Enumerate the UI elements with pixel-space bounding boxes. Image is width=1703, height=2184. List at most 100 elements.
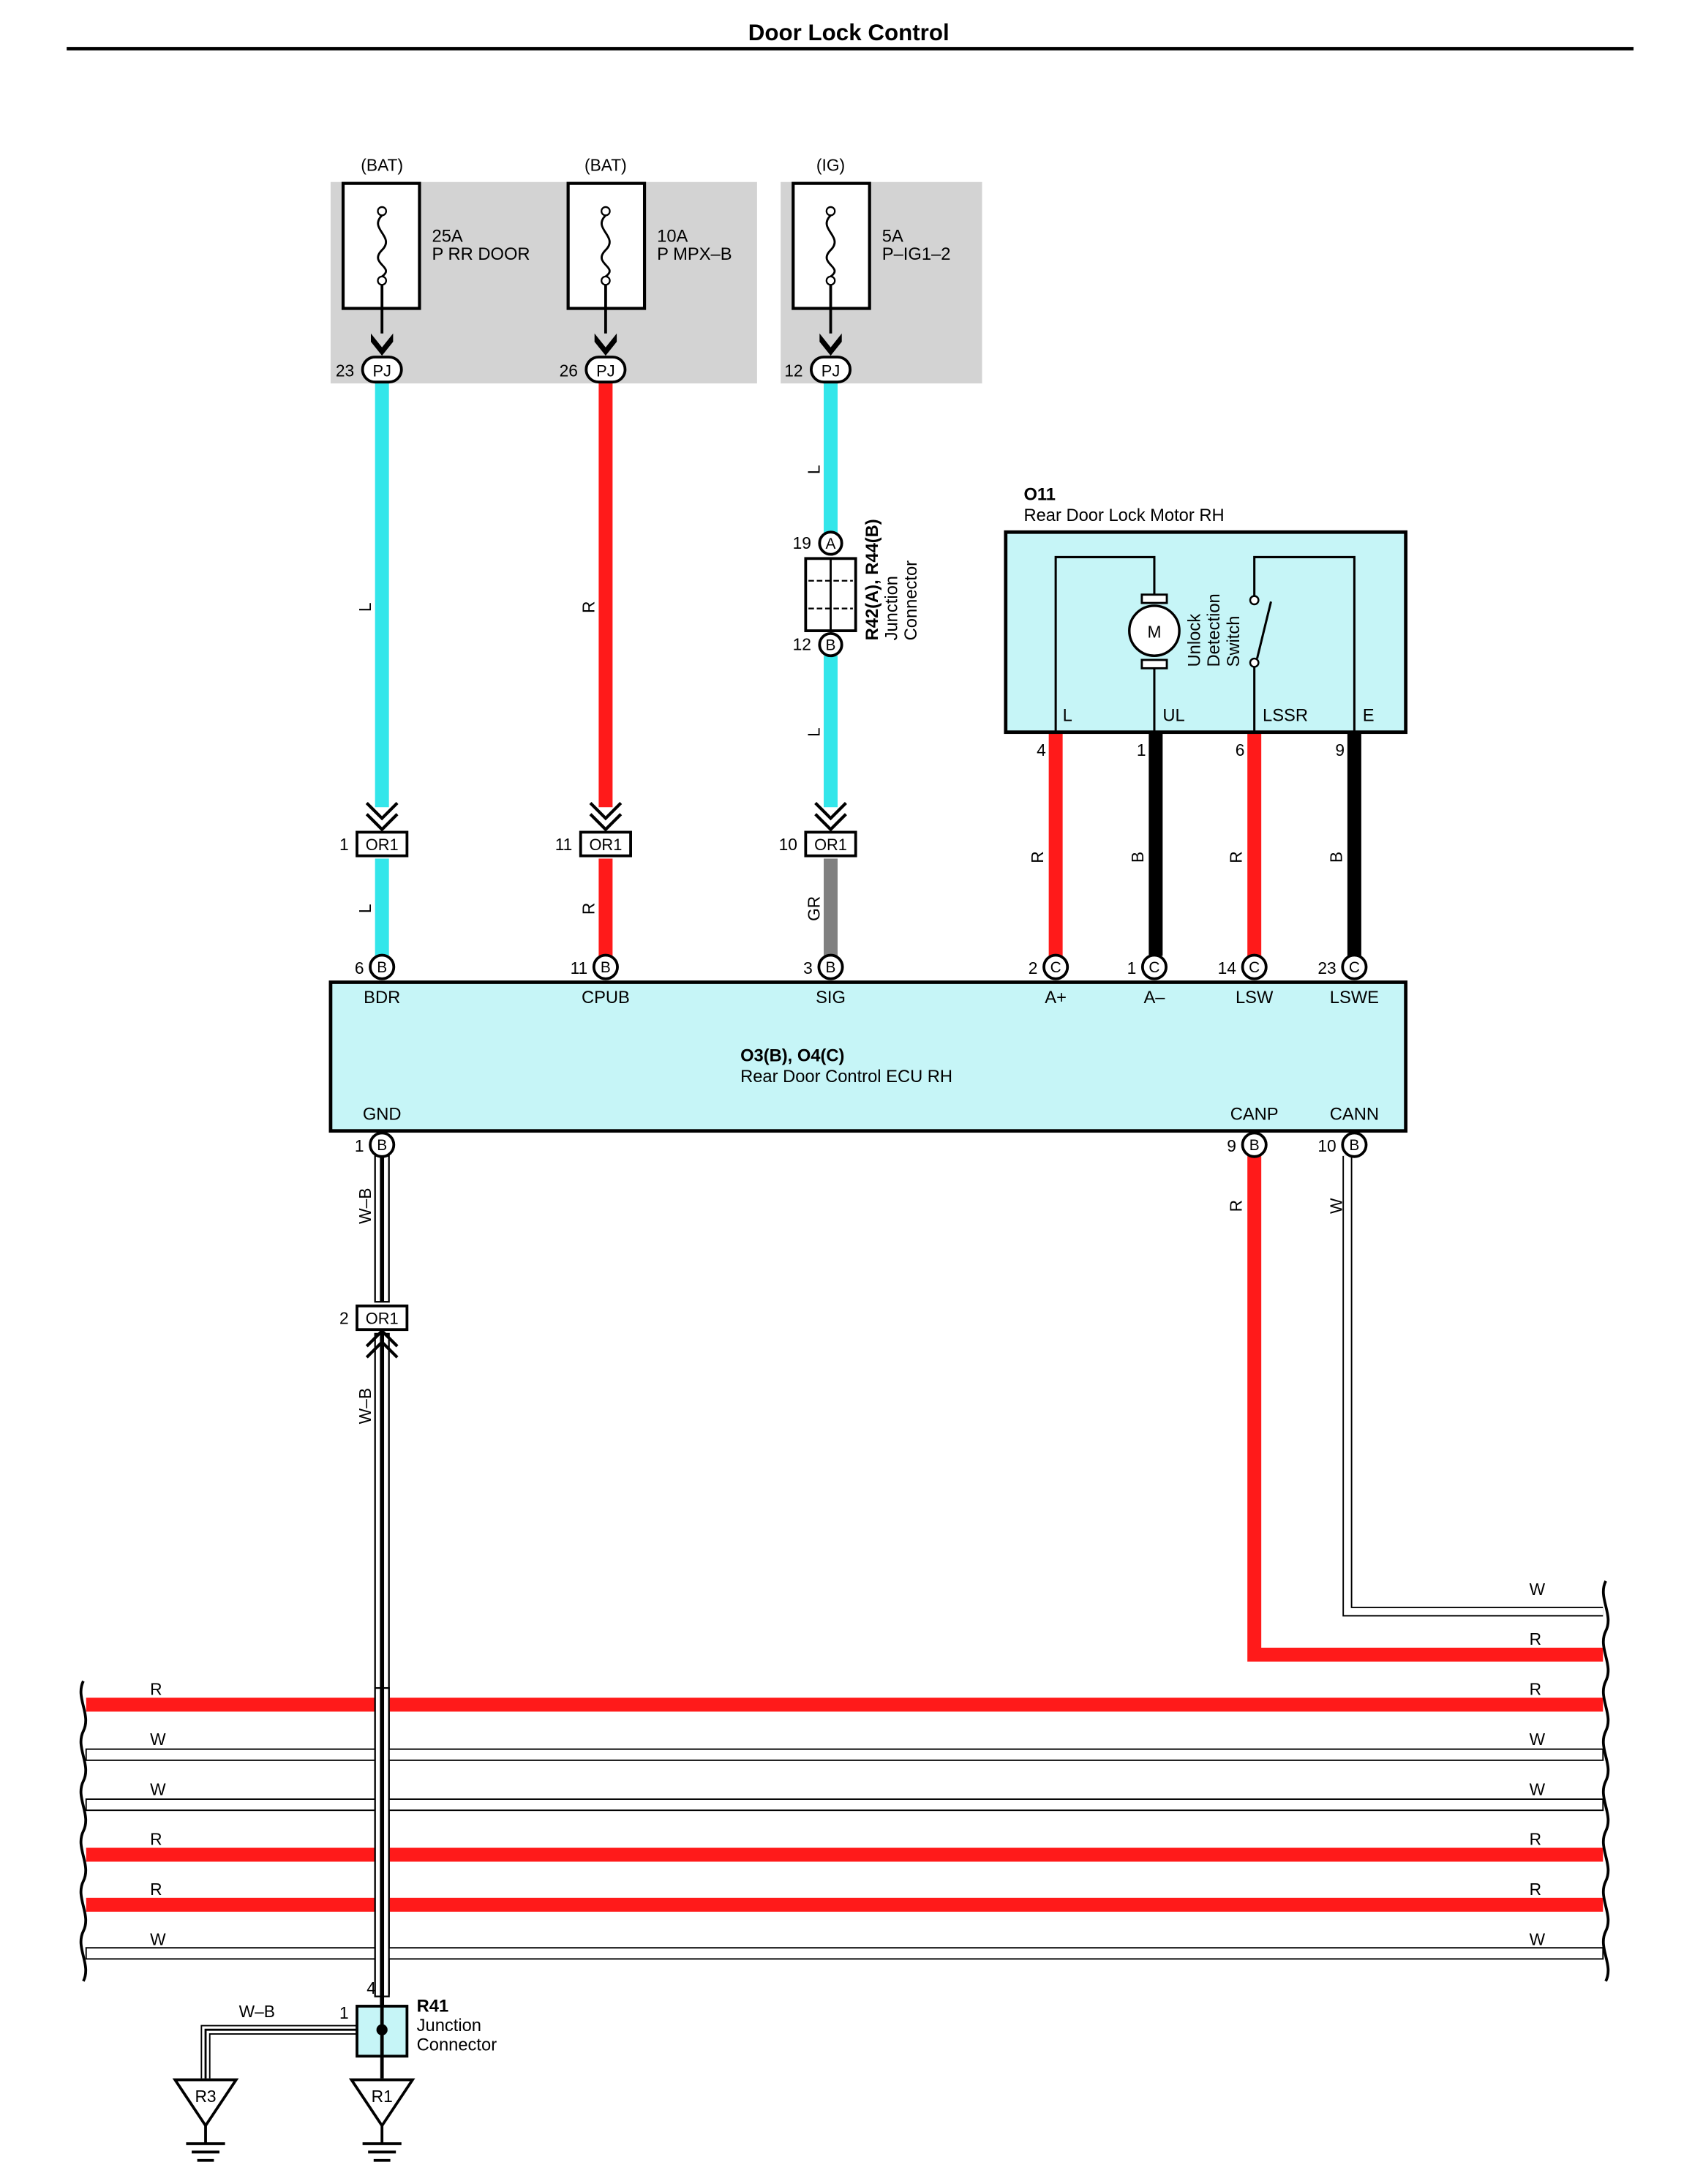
bus-label: R (150, 1830, 162, 1849)
rear-door-control-ecu: O3(B), O4(C) Rear Door Control ECU RH BD… (328, 980, 1408, 1133)
pin-number: 6 (1236, 740, 1245, 759)
wire-color-label: W–B (239, 2002, 275, 2021)
wire-r (1247, 1155, 1604, 1662)
ecu-pin: B 10 (1317, 1131, 1368, 1158)
wire-l (824, 383, 838, 534)
pin-number: 11 (555, 835, 573, 854)
bus-label: R (1530, 1880, 1541, 1899)
connector-arrow-icon (370, 333, 394, 356)
wire-color-label: B (1128, 852, 1147, 863)
bus-label: W (1530, 1730, 1546, 1749)
in-line-connector-icon (365, 802, 847, 832)
terminal-name: LSWE (1330, 988, 1379, 1007)
svg-text:PJ: PJ (596, 362, 614, 380)
ecu-pin: B 9 (1227, 1131, 1268, 1158)
wire-color-label: L (356, 602, 375, 612)
wire-color-label: B (1326, 852, 1345, 863)
wire-l (375, 858, 389, 956)
component-id: R41 (417, 1997, 449, 2016)
ecu-pin: B 6 (355, 953, 396, 980)
svg-text:Connector: Connector (902, 560, 921, 641)
bus-label: R (1530, 1680, 1541, 1699)
svg-text:PJ: PJ (372, 362, 391, 380)
ground-icon (348, 2078, 416, 2128)
bus-wire-w (85, 1748, 1604, 1761)
bus-wire-r (86, 1697, 1604, 1712)
bus-label: R (1530, 1830, 1541, 1849)
svg-text:Connector: Connector (417, 2036, 497, 2055)
connector-or1: OR1 1 (339, 830, 409, 858)
pin-number: 4 (1037, 740, 1046, 759)
svg-text:M: M (1147, 623, 1161, 642)
fuse-source-label: (BAT) (361, 156, 403, 175)
terminal-name: A+ (1045, 988, 1067, 1007)
pin-number: 12 (793, 635, 811, 654)
connector-pj: PJ 12 (784, 356, 852, 384)
bus-wire-w (85, 1947, 1604, 1960)
ecu-pin: C 2 (1029, 953, 1069, 980)
pin-number: 10 (1317, 1136, 1336, 1155)
terminal-name: CPUB (582, 988, 630, 1007)
fuse-rating: 5A (882, 227, 903, 246)
wire-b (1347, 732, 1361, 956)
svg-text:C: C (1050, 959, 1061, 976)
component-id: O11 (1023, 486, 1056, 505)
wire-gr (824, 858, 838, 956)
pin-number: 1 (339, 835, 349, 854)
svg-text:C: C (1249, 959, 1260, 976)
pin-number: 3 (803, 958, 813, 977)
svg-text:R1: R1 (372, 2087, 393, 2106)
break-right-icon (1601, 1580, 1610, 1982)
switch-icon (1255, 601, 1272, 659)
bus-label: R (150, 1880, 162, 1899)
connector-arrow-icon (594, 333, 617, 356)
wire-color-label: L (804, 465, 823, 474)
wire-color-label: L (804, 727, 823, 737)
pin-number: 6 (355, 958, 364, 977)
bus-wire-r (86, 1897, 1604, 1912)
svg-text:OR1: OR1 (814, 836, 847, 854)
svg-text:OR1: OR1 (366, 836, 399, 854)
terminal-name: UL (1162, 707, 1184, 726)
connector-or1: OR1 11 (555, 830, 632, 858)
ecu-pin: B 1 (355, 1131, 396, 1158)
fuse-p-rr-door: (BAT) 25A P RR DOOR (341, 156, 530, 334)
wire-r (598, 383, 613, 808)
svg-text:C: C (1349, 959, 1360, 976)
wire-w (1342, 1155, 1604, 1617)
wire-color-label: L (356, 904, 375, 914)
bus-wire-r (86, 1847, 1604, 1862)
connector-or1: OR1 10 (779, 830, 857, 858)
ground-r3: R3 (172, 2078, 239, 2162)
pin-number: 1 (339, 2003, 349, 2022)
ecu-pin: B 3 (803, 953, 844, 980)
terminal-name: A– (1143, 988, 1165, 1007)
pin-number: 9 (1335, 740, 1345, 759)
pin-number: 4 (366, 1978, 376, 1997)
motor-icon (1128, 604, 1181, 657)
wire-color-label: W–B (356, 1188, 375, 1224)
bus-label: W (150, 1730, 166, 1749)
pin-number: 1 (355, 1136, 364, 1155)
junction-id: R42(A), R44(B) (863, 519, 882, 640)
pin-number: 12 (784, 361, 802, 380)
wire-color-label: GR (804, 896, 823, 921)
junction-connector-r42: A 19 B 12 R42(A), R44(B) Junction Connec… (793, 519, 921, 658)
connector-pj: PJ 23 (336, 356, 403, 384)
pin-number: 9 (1227, 1136, 1236, 1155)
wire-color-label: W–B (356, 1388, 375, 1424)
bus-label: W (1530, 1779, 1546, 1798)
bus-label: W (150, 1779, 166, 1798)
svg-text:OR1: OR1 (589, 836, 622, 854)
pin-number: 23 (1317, 958, 1336, 977)
wire-color-label: R (579, 903, 598, 915)
pin-number: 19 (793, 533, 811, 552)
terminal-name: BDR (364, 988, 400, 1007)
pin-number: 2 (1029, 958, 1038, 977)
svg-text:Detection: Detection (1205, 593, 1224, 667)
fuse-rating: 10A (657, 227, 688, 246)
in-line-connector-icon (365, 1329, 399, 1359)
svg-text:Junction: Junction (417, 2016, 481, 2035)
svg-text:B: B (1249, 1137, 1260, 1154)
